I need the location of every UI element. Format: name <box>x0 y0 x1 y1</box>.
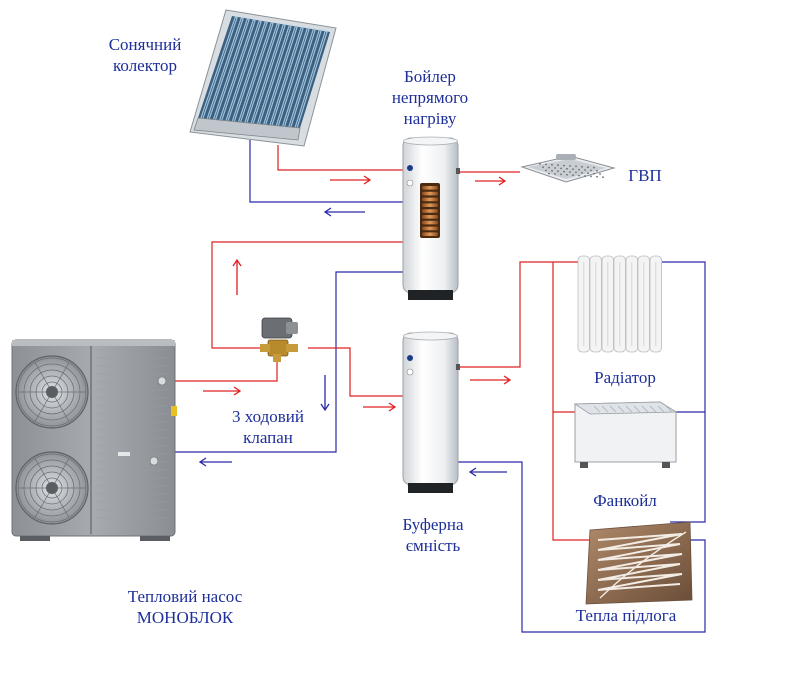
pipe-supply-branch <box>552 262 598 541</box>
shower-head-icon <box>520 154 616 183</box>
arrow-blue-left <box>323 207 365 217</box>
fancoil-icon <box>573 401 678 468</box>
pipe-pump-supply <box>168 360 278 382</box>
label-three-way-valve: 3 ходовий клапан <box>232 407 304 447</box>
label-heat-pump: Тепловий насос МОНОБЛОК <box>127 587 243 627</box>
arrow-red-up <box>232 258 242 295</box>
label-buffer-tank: Буферна ємність <box>402 515 464 555</box>
heat-pump-unit-icon <box>11 339 177 541</box>
arrow-red-right <box>330 175 372 185</box>
arrow-blue-down <box>320 375 330 412</box>
pipe-radiator-return <box>662 261 706 523</box>
pipe-boiler-coil-return <box>211 241 403 349</box>
boiler-tank-icon <box>402 136 460 300</box>
arrow-blue-left <box>468 467 507 477</box>
pipe-boiler-to-pump-return <box>160 271 403 453</box>
arrow-red-right <box>470 375 512 385</box>
pipe-collector-return <box>249 140 403 203</box>
arrow-red-right <box>363 402 397 412</box>
radiator-icon <box>577 255 662 353</box>
label-indirect-boiler: Бойлер непрямого нагріву <box>391 67 469 128</box>
pipe-buffer-supply <box>458 261 578 368</box>
label-radiator: Радіатор <box>594 368 656 387</box>
arrow-red-right <box>475 176 507 186</box>
buffer-tank-icon <box>402 331 460 493</box>
label-solar-collector: Сонячний колектор <box>108 35 182 75</box>
pipe-network <box>160 140 706 633</box>
flow-arrows <box>198 175 512 477</box>
pipe-floor-return <box>458 461 706 633</box>
floor-heating-icon <box>585 521 693 605</box>
pipe-valve-to-buffer <box>308 347 403 397</box>
arrow-blue-left <box>198 457 232 467</box>
solar-collector-icon <box>189 9 337 147</box>
label-fancoil: Фанкойл <box>593 491 657 510</box>
three-way-valve-icon <box>260 317 298 362</box>
arrow-red-right <box>203 386 242 396</box>
pipe-collector-supply <box>277 145 403 171</box>
label-hot-water: ГВП <box>628 166 662 185</box>
label-floor-heating: Тепла підлога <box>575 606 677 625</box>
